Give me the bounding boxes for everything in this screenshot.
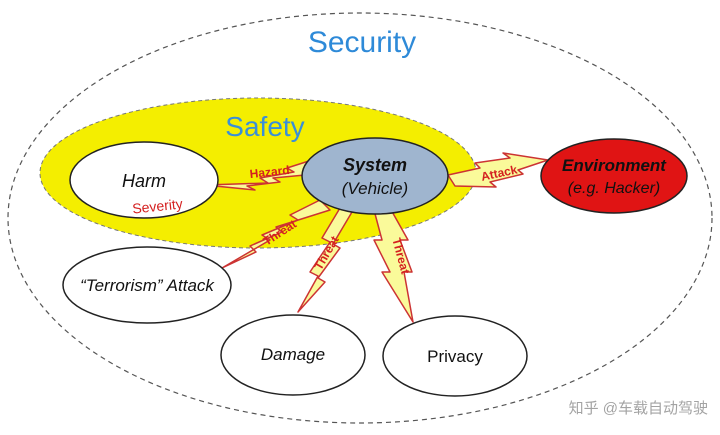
privacy-label: Privacy: [427, 347, 483, 366]
watermark: 知乎 @车载自动驾驶: [569, 400, 708, 417]
environment-node: Environment (e.g. Hacker): [540, 138, 688, 214]
system-label: System: [343, 155, 407, 175]
hacker-label: (e.g. Hacker): [568, 180, 660, 197]
safety-title: Safety: [225, 111, 304, 142]
terrorism-attack-node: “Terrorism” Attack: [62, 246, 232, 324]
hazard-bolt: Hazard: [204, 159, 313, 191]
hazard-label: Hazard: [249, 163, 290, 181]
harm-label: Harm: [122, 171, 166, 191]
system-node: System (Vehicle): [301, 137, 449, 215]
vehicle-label: (Vehicle): [342, 179, 408, 198]
damage-node: Damage: [220, 314, 366, 396]
environment-label: Environment: [562, 156, 667, 175]
harm-node: Harm Severity: [69, 141, 219, 219]
severity-label: Severity: [131, 195, 183, 216]
privacy-node: Privacy: [382, 315, 528, 397]
damage-label: Damage: [261, 345, 325, 364]
terrorism-attack-label: “Terrorism” Attack: [80, 276, 215, 295]
security-title: Security: [308, 26, 416, 59]
security-boundary: [7, 12, 713, 424]
